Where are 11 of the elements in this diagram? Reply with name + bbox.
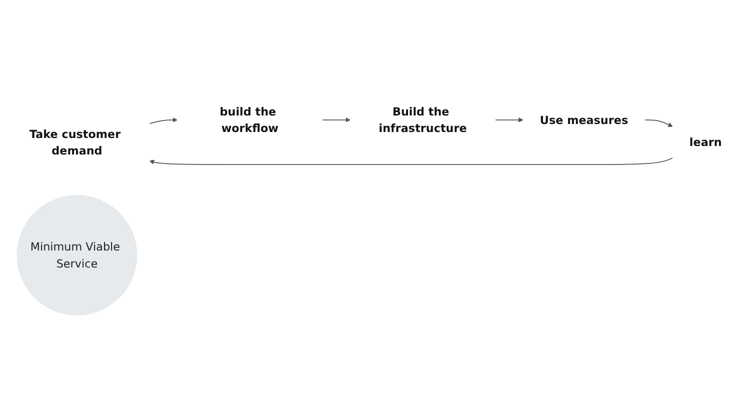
arrow: [149, 117, 178, 124]
arrow: [322, 117, 350, 122]
node-text: Use measures: [540, 113, 628, 127]
node-text: build the workflow: [220, 104, 278, 135]
arrow: [494, 117, 524, 122]
arrow: [644, 120, 673, 127]
arrow: [149, 157, 674, 165]
node-text: Take customer demand: [29, 127, 121, 158]
node-text: Build the infrastructure: [378, 104, 467, 135]
node-text: learn: [689, 136, 722, 149]
node-circle: Minimum Viable Service: [16, 194, 138, 316]
